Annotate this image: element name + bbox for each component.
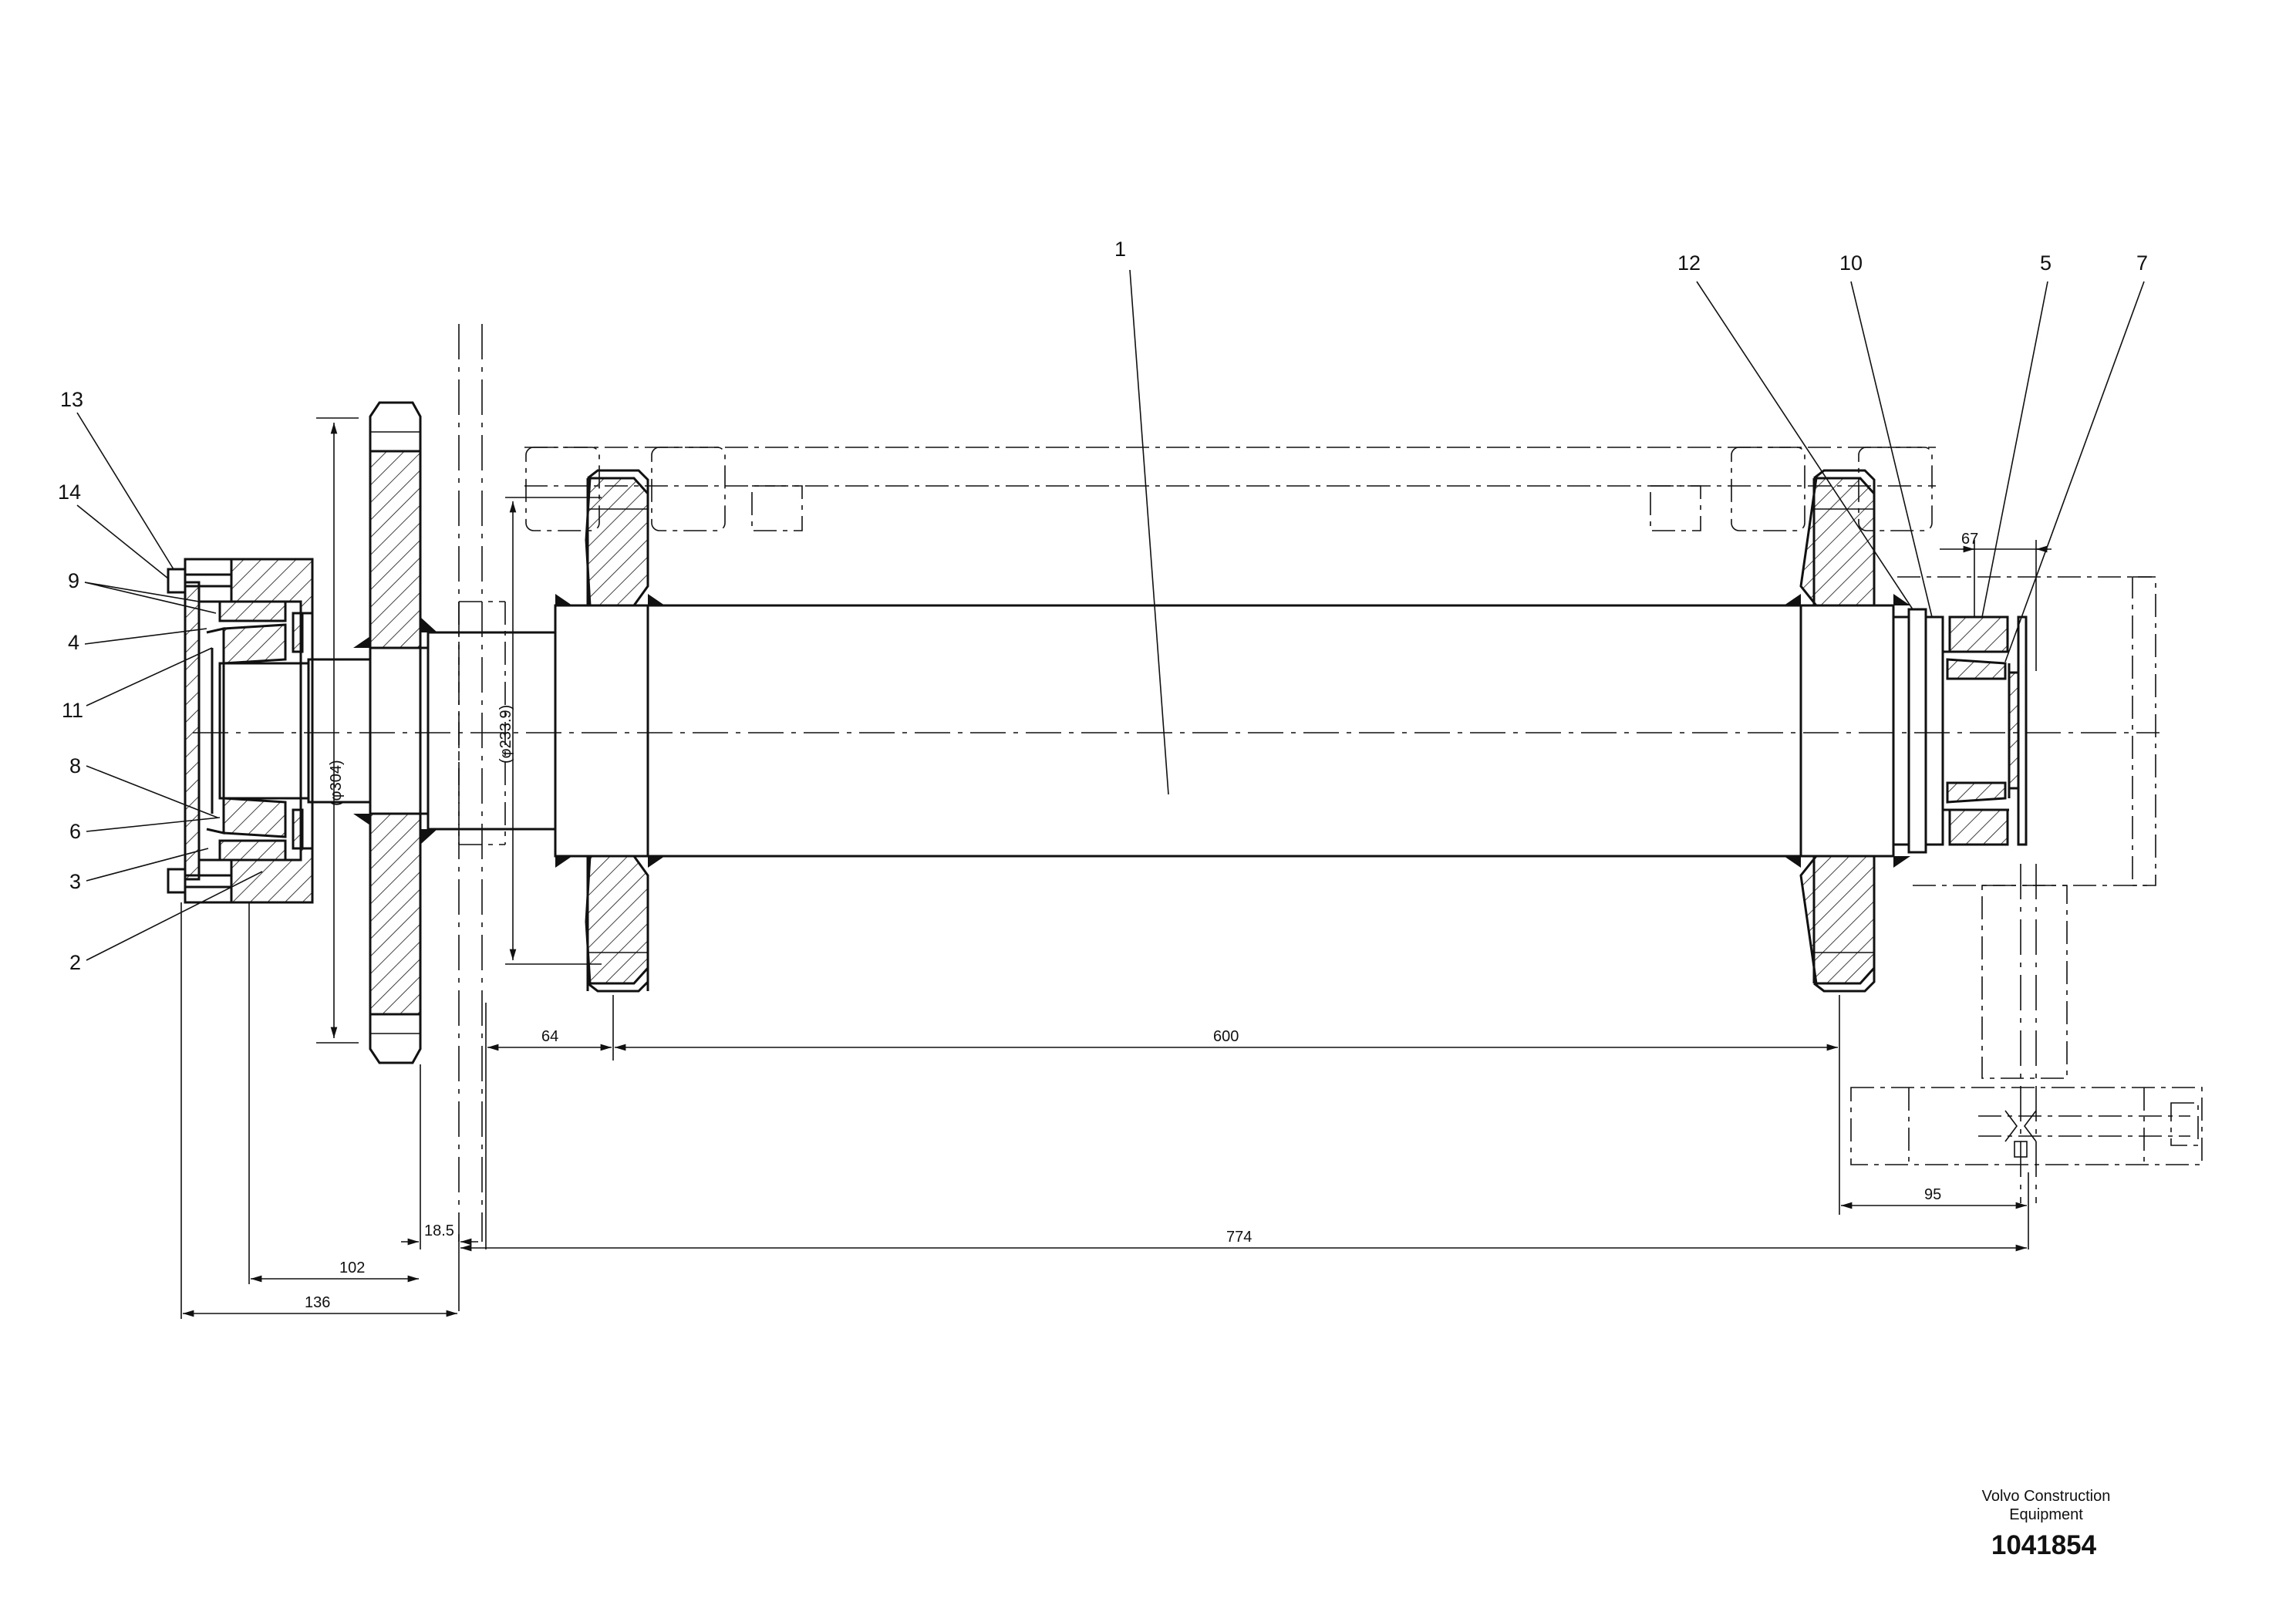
callout-1: 1 xyxy=(1114,238,1126,261)
callout-13: 13 xyxy=(60,388,83,411)
left-bearing-housing xyxy=(167,558,314,904)
sprocket xyxy=(353,401,437,1064)
dim-136: 136 xyxy=(305,1294,330,1311)
callout-12: 12 xyxy=(1677,251,1701,275)
company-name-line2: Equipment xyxy=(2009,1506,2083,1523)
callout-3: 3 xyxy=(69,870,81,893)
dim-shaft-diameter: (φ233.9) xyxy=(497,705,514,764)
callout-4: 4 xyxy=(68,631,79,654)
callout-8: 8 xyxy=(69,754,81,777)
callout-10: 10 xyxy=(1839,251,1863,275)
phantom-chain xyxy=(458,447,2203,1165)
dim-18-5: 18.5 xyxy=(424,1222,454,1239)
drawing-number: 1041854 xyxy=(1991,1530,2097,1560)
callout-6: 6 xyxy=(69,820,81,843)
callout-5: 5 xyxy=(2040,251,2052,275)
dimensions: (φ304) (φ233.9) 67 64 600 95 xyxy=(180,417,2052,1319)
callout-11: 11 xyxy=(62,699,83,722)
dim-102: 102 xyxy=(339,1259,365,1276)
callouts: 1 12 10 5 7 13 14 9 4 11 8 6 3 2 xyxy=(58,238,2148,974)
left-hub-wheel xyxy=(555,469,665,993)
dim-95: 95 xyxy=(1924,1186,1941,1203)
dim-774: 774 xyxy=(1226,1229,1252,1246)
right-hub-wheel xyxy=(1784,469,1910,993)
dim-67: 67 xyxy=(1961,531,1978,548)
company-name-line1: Volvo Construction xyxy=(1982,1488,2111,1505)
drum-tube xyxy=(426,604,1909,858)
title-block: Volvo Construction Equipment 1041854 xyxy=(1982,1488,2111,1560)
callout-14: 14 xyxy=(58,481,81,504)
callout-9: 9 xyxy=(68,569,79,592)
callout-2: 2 xyxy=(69,951,81,974)
callout-7: 7 xyxy=(2136,251,2148,275)
right-bearing xyxy=(1907,608,2028,854)
dim-sprocket-diameter: (φ304) xyxy=(328,760,345,806)
dim-600: 600 xyxy=(1213,1028,1239,1045)
dim-64: 64 xyxy=(541,1028,558,1045)
left-shaft xyxy=(218,646,428,815)
center-lines xyxy=(193,324,2159,1242)
